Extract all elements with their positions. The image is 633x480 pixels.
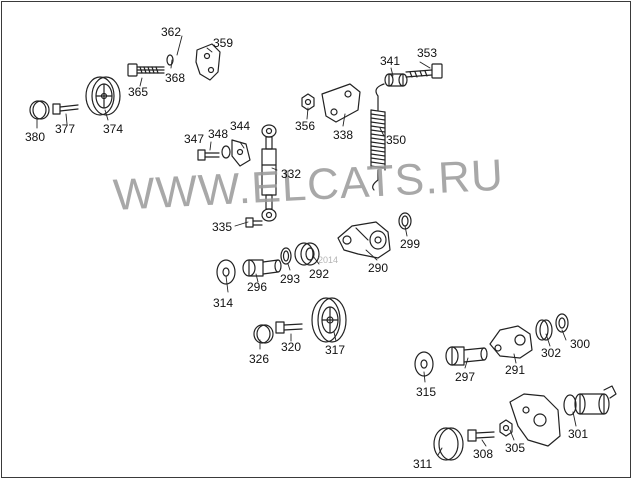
label-311[interactable]: 311 [413, 457, 433, 471]
leader-lines [36, 35, 577, 456]
label-296[interactable]: 296 [247, 280, 268, 294]
ring-302-icon [535, 319, 553, 341]
label-353[interactable]: 353 [417, 46, 438, 60]
label-308[interactable]: 308 [473, 447, 494, 461]
label-326[interactable]: 326 [249, 352, 270, 366]
washer-315-icon [414, 351, 434, 377]
bracket-body-icon [509, 393, 561, 447]
bearing-292-icon [294, 242, 320, 266]
ring-300-icon [555, 313, 569, 333]
label-315[interactable]: 315 [416, 385, 437, 399]
ring-299-icon [398, 212, 412, 230]
label-365[interactable]: 365 [128, 85, 149, 99]
pulley-317-icon [311, 297, 347, 343]
bolt-353-icon [405, 63, 443, 79]
label-341[interactable]: 341 [380, 54, 401, 68]
label-350[interactable]: 350 [386, 133, 407, 147]
nut-356-icon [301, 93, 315, 111]
damper-332-icon [261, 124, 277, 222]
bolt-377-icon [52, 103, 79, 115]
pin-296-icon [242, 259, 282, 277]
label-344[interactable]: 344 [230, 119, 251, 133]
label-302[interactable]: 302 [541, 346, 562, 360]
label-380[interactable]: 380 [25, 130, 46, 144]
label-335[interactable]: 335 [212, 220, 233, 234]
cap-311-icon [433, 427, 464, 461]
sleeve-301-icon [563, 385, 617, 416]
bracket-359-icon [195, 43, 221, 81]
label-305[interactable]: 305 [505, 441, 526, 455]
bolt-365-icon [127, 54, 174, 77]
label-348[interactable]: 348 [208, 127, 229, 141]
label-320[interactable]: 320 [281, 340, 302, 354]
label-368[interactable]: 368 [165, 71, 186, 85]
bolt-347-icon [197, 149, 220, 161]
arm-291-icon [489, 325, 533, 359]
label-362[interactable]: 362 [161, 25, 182, 39]
label-299[interactable]: 299 [400, 237, 421, 251]
label-291[interactable]: 291 [505, 363, 526, 377]
cap-380-icon [29, 100, 50, 120]
label-300[interactable]: 300 [570, 337, 591, 351]
watermark-year: 2014 [318, 255, 339, 265]
label-290[interactable]: 290 [368, 261, 389, 275]
spring-350-icon [370, 83, 386, 191]
bolt-320-icon [275, 321, 303, 334]
bolt-308-icon [467, 429, 495, 442]
pulley-374-icon [85, 76, 121, 116]
label-332[interactable]: 332 [281, 167, 302, 181]
label-293[interactable]: 293 [280, 272, 301, 286]
tensioner-arm-290-icon [337, 221, 391, 259]
label-377[interactable]: 377 [55, 122, 76, 136]
label-297[interactable]: 297 [455, 370, 476, 384]
label-338[interactable]: 338 [333, 128, 354, 142]
cap-326-icon [253, 324, 274, 344]
bolt-335-icon [245, 217, 263, 228]
bushing-341-icon [384, 73, 408, 87]
nut-305-icon [499, 419, 513, 437]
ring-293-icon [280, 247, 292, 265]
bracket-338-icon [321, 83, 361, 123]
pin-297-icon [445, 346, 488, 366]
label-317[interactable]: 317 [325, 343, 346, 357]
bracket-344-icon [231, 139, 251, 167]
label-347[interactable]: 347 [184, 132, 205, 146]
label-356[interactable]: 356 [295, 119, 316, 133]
label-301[interactable]: 301 [568, 427, 589, 441]
label-374[interactable]: 374 [103, 122, 124, 136]
washer-348-icon [221, 145, 231, 159]
label-359[interactable]: 359 [213, 36, 234, 50]
washer-314-icon [216, 259, 236, 285]
label-314[interactable]: 314 [213, 296, 234, 310]
label-292[interactable]: 292 [309, 267, 330, 281]
